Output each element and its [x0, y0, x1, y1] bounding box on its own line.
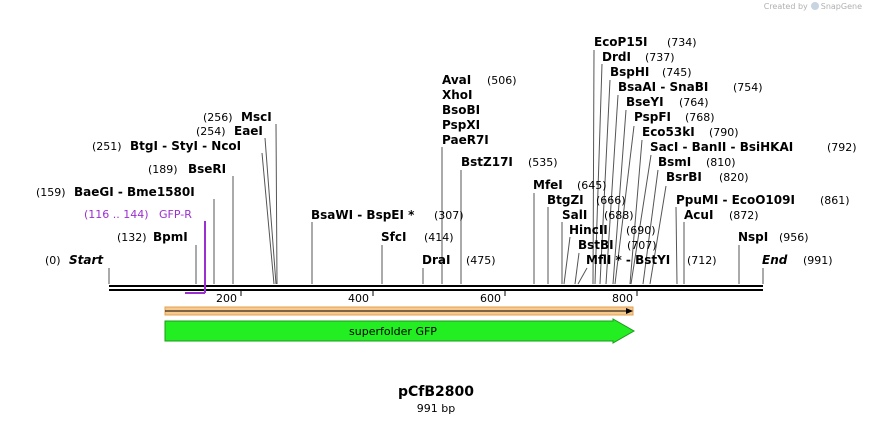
site-label: Eco53kI: [642, 125, 695, 139]
site-label: PspFI: [634, 110, 671, 124]
site-pos: (754): [733, 81, 763, 94]
snapgene-logo-icon: [810, 2, 819, 10]
site-label: BseYI: [626, 95, 664, 109]
primer-gfp-r[interactable]: (116 .. 144) GFP-R: [84, 208, 206, 294]
primer-binding-arrow[interactable]: [164, 306, 634, 316]
ruler-tick-label: 200: [216, 292, 237, 305]
created-by-text: Created by: [763, 2, 808, 11]
site-label: BstBI: [578, 238, 614, 252]
site-pos: (768): [685, 111, 715, 124]
site-pos: (475): [466, 254, 496, 267]
snapgene-brand-text: SnapGene: [820, 2, 862, 11]
site-pos: (792): [827, 141, 857, 154]
site-label: EcoP15I: [594, 35, 648, 49]
site-pos: (690): [626, 224, 656, 237]
site-label: SfcI: [381, 230, 406, 244]
site-label: BspHI: [610, 65, 649, 79]
site-pos: (688): [604, 209, 634, 222]
site-label: MfeI: [533, 178, 563, 192]
primer-label: GFP-R: [159, 208, 192, 221]
site-pos: (414): [424, 231, 454, 244]
site-pos: (734): [667, 36, 697, 49]
site-label: BpmI: [153, 230, 188, 244]
ruler: 200 400 600 800: [216, 290, 638, 305]
site-label: HincII: [569, 223, 608, 237]
site-label: BtgI - StyI - NcoI: [130, 139, 241, 153]
site-label: DrdI: [602, 50, 631, 64]
primer-range: (116 .. 144): [84, 208, 149, 221]
sequence-backbone: [109, 285, 763, 291]
site-label: MscI: [241, 110, 272, 124]
snapgene-watermark: Created by SnapGene: [764, 2, 862, 11]
site-label: EaeI: [234, 124, 263, 138]
site-label: BtgZI: [547, 193, 584, 207]
site-label: BsrBI: [666, 170, 702, 184]
site-pos: (0): [45, 254, 61, 267]
site-label: AvaI: [442, 73, 471, 87]
site-label: BsoBI: [442, 103, 480, 117]
site-label: End: [762, 253, 788, 267]
site-label: DraI: [422, 253, 450, 267]
site-label: BsaWI - BspEI *: [311, 208, 415, 222]
site-label: BstZ17I: [461, 155, 513, 169]
site-pos: (189): [148, 163, 178, 176]
site-pos: (645): [577, 179, 607, 192]
ruler-tick-label: 600: [480, 292, 501, 305]
site-labels: (0) Start (132) BpmI (159) BaeGI - Bme15…: [36, 35, 857, 267]
site-pos: (256): [203, 111, 233, 124]
site-label: PpuMI - EcoO109I: [676, 193, 795, 207]
site-pos: (820): [719, 171, 749, 184]
site-pos: (132): [117, 231, 147, 244]
site-pos: (872): [729, 209, 759, 222]
site-label: SalI: [562, 208, 587, 222]
site-pos: (745): [662, 66, 692, 79]
site-pos: (307): [434, 209, 464, 222]
site-label: BsmI: [658, 155, 691, 169]
site-pos: (790): [709, 126, 739, 139]
site-pos: (159): [36, 186, 66, 199]
ruler-tick-label: 800: [612, 292, 633, 305]
site-pos: (861): [820, 194, 850, 207]
site-pos: (956): [779, 231, 809, 244]
site-label: MflI * - BstYI: [586, 253, 670, 267]
site-label: PspXI: [442, 118, 480, 132]
site-pos: (737): [645, 51, 675, 64]
site-label: BaeGI - Bme1580I: [74, 185, 195, 199]
site-lines: [108, 49, 764, 285]
site-label: Start: [69, 253, 104, 267]
gene-superfolder-gfp[interactable]: superfolder GFP: [164, 318, 636, 344]
site-pos: (535): [528, 156, 558, 169]
site-pos: (991): [803, 254, 833, 267]
plasmid-name: pCfB2800: [397, 384, 475, 400]
site-label: BseRI: [188, 162, 226, 176]
ruler-tick-label: 400: [348, 292, 369, 305]
site-label: SacI - BanII - BsiHKAI: [650, 140, 793, 154]
site-pos: (707): [627, 239, 657, 252]
site-pos: (251): [92, 140, 122, 153]
site-label: AcuI: [684, 208, 713, 222]
site-pos: (810): [706, 156, 736, 169]
site-label: PaeR7I: [442, 133, 489, 147]
site-label: NspI: [738, 230, 768, 244]
site-label: XhoI: [442, 88, 473, 102]
site-pos: (764): [679, 96, 709, 109]
site-pos: (666): [596, 194, 626, 207]
plasmid-length: 991 bp: [416, 402, 456, 415]
site-pos: (506): [487, 74, 517, 87]
gene-label: superfolder GFP: [349, 325, 437, 338]
site-pos: (712): [687, 254, 717, 267]
site-label: BsaAI - SnaBI: [618, 80, 708, 94]
site-pos: (254): [196, 125, 226, 138]
